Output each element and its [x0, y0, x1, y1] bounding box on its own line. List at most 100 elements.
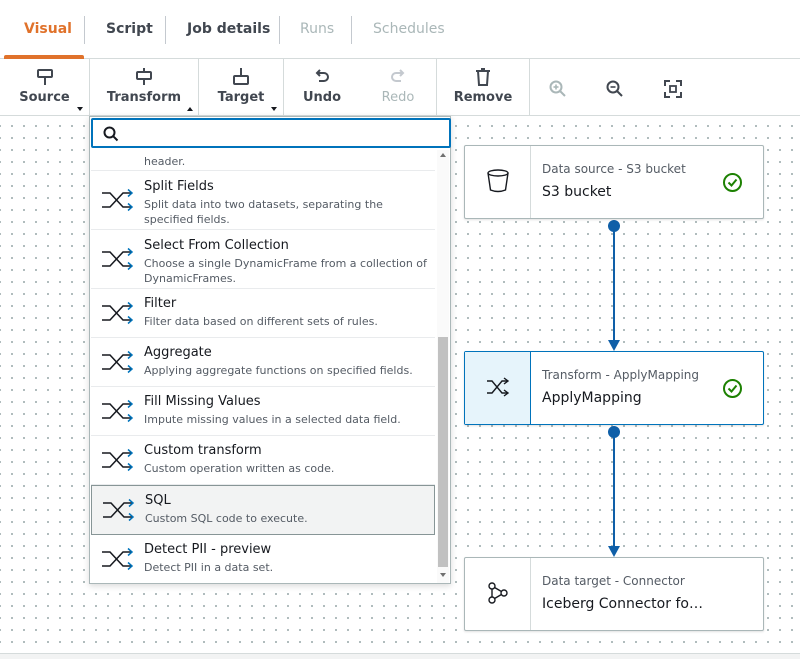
tab-script[interactable]: Script [106, 21, 153, 37]
list-item-description: Applying aggregate functions on specifie… [144, 364, 413, 377]
undo-icon [315, 69, 329, 82]
search-icon [103, 126, 119, 142]
list-item-detect-pii[interactable]: Detect PII - preview Detect PII in a dat… [91, 535, 435, 583]
list-item-title: SQL [145, 493, 171, 508]
transform-shuffle-icon [102, 547, 134, 571]
undo-label: Undo [302, 90, 342, 105]
list-item-description: header. [144, 155, 186, 168]
toolbar-divider [529, 59, 530, 116]
list-item-description: Choose a single DynamicFrame from a coll… [144, 257, 427, 285]
list-item-custom-transform[interactable]: Custom transform Custom operation writte… [91, 436, 435, 485]
active-tab-indicator [4, 55, 84, 59]
zoom-in-icon [549, 80, 566, 97]
toolbar-divider [198, 59, 199, 116]
transform-shuffle-icon [487, 377, 510, 397]
fit-to-screen-button[interactable] [655, 59, 691, 116]
tab-divider [279, 16, 280, 44]
target-icon [233, 68, 249, 85]
list-item-title: Detect PII - preview [144, 542, 272, 557]
source-label: Source [19, 90, 70, 105]
transform-list: header. Split Fields Split data into two… [91, 150, 435, 583]
transform-shuffle-icon [102, 188, 134, 212]
transform-shuffle-icon [103, 498, 135, 522]
source-icon [36, 69, 53, 85]
node-subtitle: Transform - ApplyMapping [542, 368, 700, 382]
dropdown-scrollbar[interactable] [437, 150, 449, 583]
list-item-title: Select From Collection [144, 238, 289, 253]
scrollbar-thumb[interactable] [438, 337, 448, 567]
transform-shuffle-icon [102, 448, 134, 472]
zoom-in-button[interactable] [540, 59, 576, 116]
list-item-title: Aggregate [144, 345, 212, 360]
toolbar-divider [436, 59, 437, 116]
transform-icon [136, 68, 152, 85]
transform-shuffle-icon [102, 399, 134, 423]
list-item-fill-missing-values[interactable]: Fill Missing Values Impute missing value… [91, 387, 435, 436]
list-item-description: Filter data based on different sets of r… [144, 315, 378, 328]
transform-dropdown: header. Split Fields Split data into two… [89, 116, 451, 584]
list-item-title: Custom transform [144, 443, 262, 458]
list-item-title: Split Fields [144, 179, 214, 194]
redo-icon [391, 69, 405, 82]
list-item-description: Impute missing values in a selected data… [144, 413, 401, 426]
remove-label: Remove [453, 90, 513, 105]
node-subtitle: Data source - S3 bucket [542, 162, 686, 176]
tab-divider [84, 16, 85, 44]
tab-visual[interactable]: Visual [24, 21, 72, 37]
transform-button[interactable]: Transform [90, 59, 198, 116]
tab-job-details[interactable]: Job details [187, 21, 271, 37]
node-transform[interactable]: Transform - ApplyMapping ApplyMapping [464, 351, 764, 425]
canvas-bottom-border [0, 653, 800, 659]
transform-search-box[interactable] [91, 118, 451, 148]
transform-search-input[interactable] [127, 123, 437, 145]
trash-icon [476, 68, 490, 86]
tab-divider [165, 16, 166, 44]
node-icon-area [465, 146, 531, 218]
node-data-source[interactable]: Data source - S3 bucket S3 bucket [464, 145, 764, 219]
node-subtitle: Data target - Connector [542, 574, 685, 588]
node-data-target[interactable]: Data target - Connector Iceberg Connecto… [464, 557, 764, 631]
list-item-sql[interactable]: SQL Custom SQL code to execute. [91, 485, 435, 535]
toolbar: Source Transform Target [0, 59, 800, 116]
node-title: S3 bucket [542, 184, 612, 200]
caret-down-icon [271, 107, 277, 111]
transform-shuffle-icon [102, 350, 134, 374]
success-check-icon [723, 379, 742, 398]
undo-button[interactable]: Undo [284, 59, 360, 116]
success-check-icon [723, 173, 742, 192]
transform-label: Transform [106, 90, 182, 105]
list-item-description: Custom SQL code to execute. [145, 512, 308, 525]
node-icon-area [465, 352, 531, 424]
redo-button[interactable]: Redo [360, 59, 436, 116]
connector-icon [488, 582, 508, 604]
scroll-down-arrow-icon[interactable] [440, 573, 446, 577]
scroll-up-arrow-icon[interactable] [440, 153, 446, 157]
toolbar-divider [283, 59, 284, 116]
target-button[interactable]: Target [199, 59, 283, 116]
fit-screen-icon [664, 80, 682, 98]
tab-schedules[interactable]: Schedules [373, 21, 445, 37]
list-item-aggregate[interactable]: Aggregate Applying aggregate functions o… [91, 338, 435, 387]
list-item-partial[interactable]: header. [91, 150, 435, 171]
list-item-title: Filter [144, 296, 177, 311]
tab-runs[interactable]: Runs [300, 21, 335, 37]
tab-divider [351, 16, 352, 44]
source-button[interactable]: Source [0, 59, 89, 116]
caret-up-icon [187, 107, 193, 111]
list-item-description: Detect PII in a data set. [144, 561, 274, 574]
list-item-split-fields[interactable]: Split Fields Split data into two dataset… [91, 171, 435, 230]
list-item-select-from-collection[interactable]: Select From Collection Choose a single D… [91, 230, 435, 289]
node-title: ApplyMapping [542, 390, 642, 406]
toolbar-divider [89, 59, 90, 116]
target-label: Target [217, 90, 265, 105]
zoom-out-icon [606, 80, 623, 97]
list-item-description: Split data into two datasets, separating… [144, 198, 383, 226]
node-title: Iceberg Connector fo… [542, 596, 703, 612]
tab-bar: Visual Script Job details Runs Schedules [0, 0, 800, 59]
zoom-out-button[interactable] [597, 59, 633, 116]
redo-label: Redo [381, 90, 415, 105]
remove-button[interactable]: Remove [437, 59, 529, 116]
list-item-description: Custom operation written as code. [144, 462, 335, 475]
list-item-filter[interactable]: Filter Filter data based on different se… [91, 289, 435, 338]
